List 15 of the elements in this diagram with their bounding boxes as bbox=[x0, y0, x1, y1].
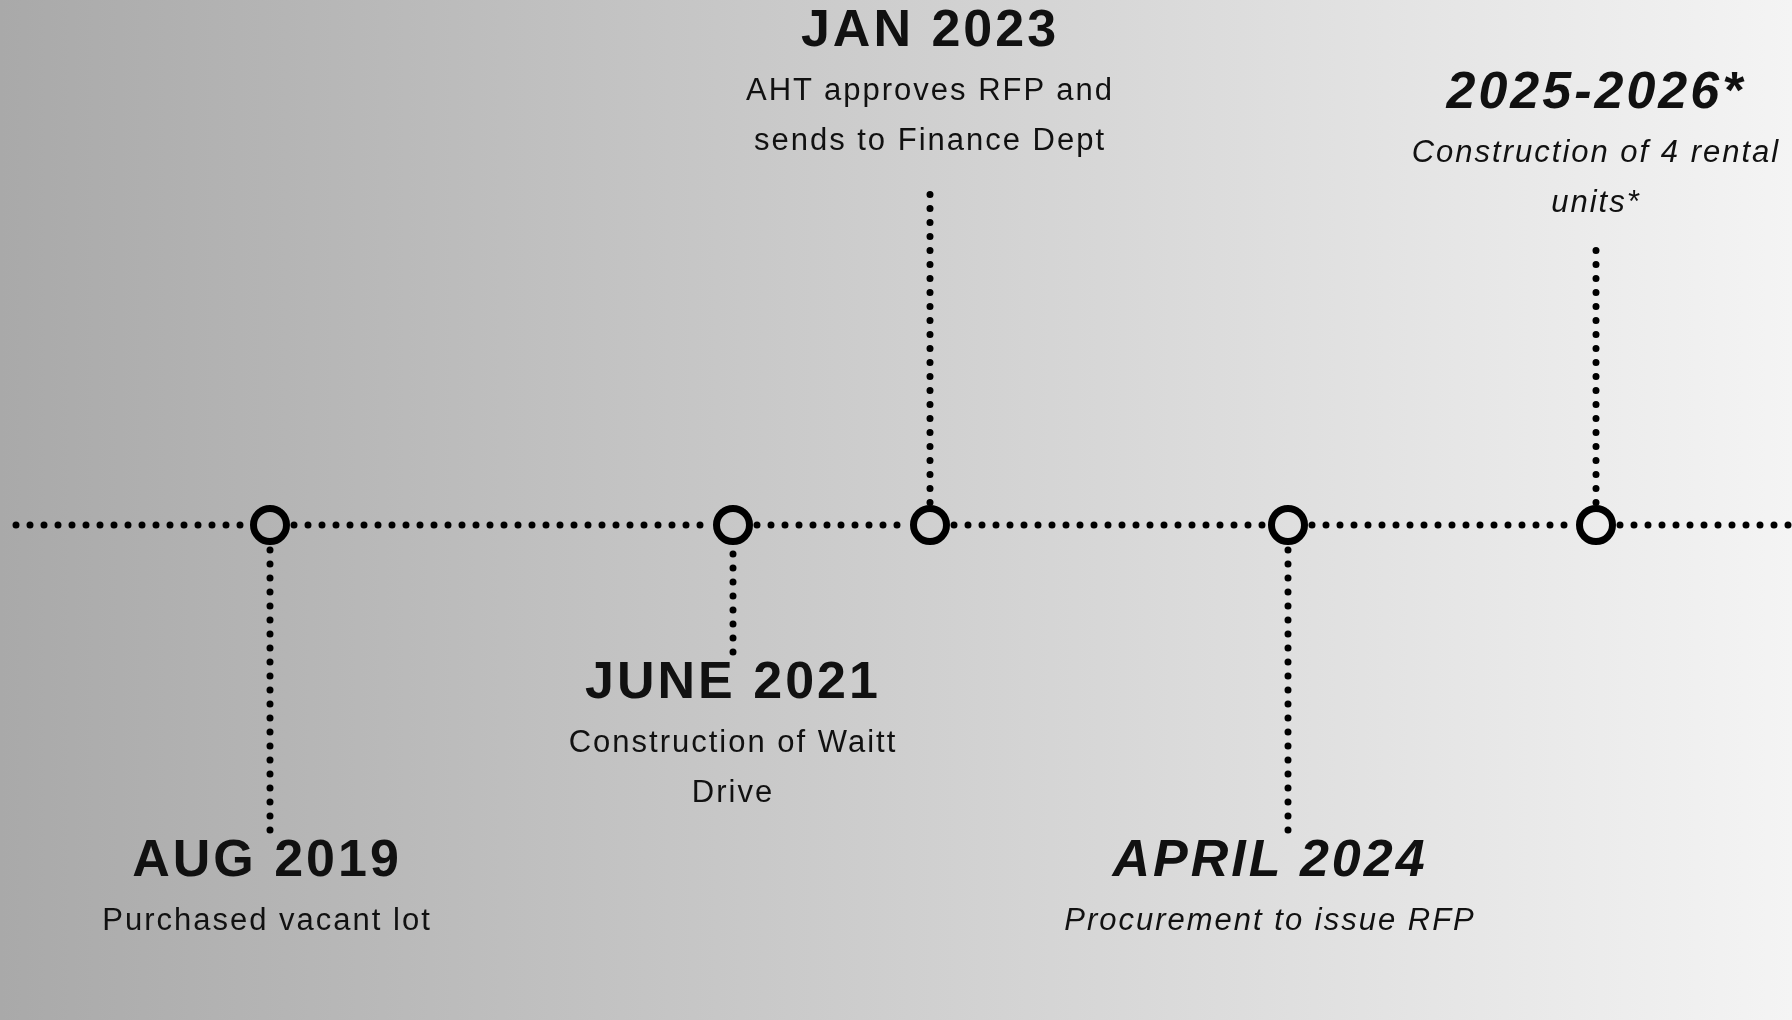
date-heading: JUNE 2021 bbox=[585, 652, 881, 710]
event-description: AHT approves RFP and sends to Finance Dept bbox=[745, 71, 1115, 159]
timeline-marker bbox=[1268, 505, 1308, 545]
date-heading: AUG 2019 bbox=[132, 830, 402, 888]
event-description: Purchased vacant lot bbox=[102, 901, 432, 940]
timeline-marker bbox=[910, 505, 950, 545]
timeline-marker bbox=[250, 505, 290, 545]
date-heading: JAN 2023 bbox=[800, 0, 1060, 58]
date-heading: APRIL 2024 bbox=[1112, 830, 1428, 888]
date-heading: 2025-2026* bbox=[1446, 62, 1746, 120]
event-description: Construction of 4 rental units* bbox=[1410, 133, 1782, 221]
event-description: Construction of Waitt Drive bbox=[567, 723, 899, 811]
timeline-marker bbox=[1576, 505, 1616, 545]
timeline-marker bbox=[713, 505, 753, 545]
event-description: Procurement to issue RFP bbox=[1064, 901, 1476, 940]
